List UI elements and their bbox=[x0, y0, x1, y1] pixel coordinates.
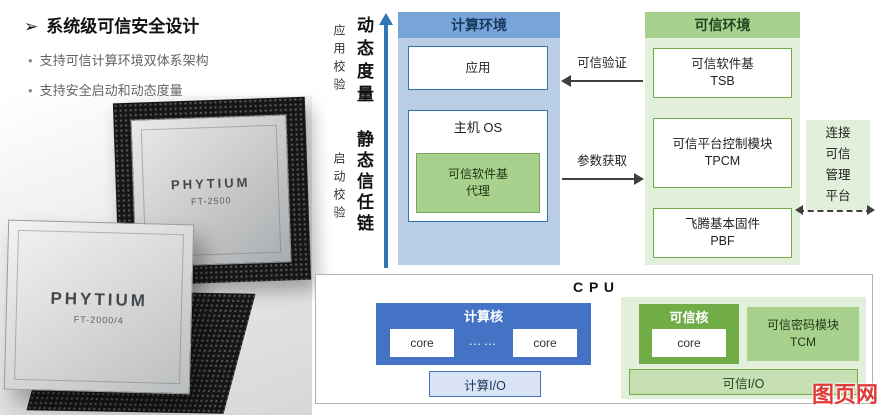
tpcm-box: 可信平台控制模块 TPCM bbox=[653, 118, 792, 188]
axis-label-dynamic-measure: 动态度量 bbox=[354, 16, 373, 108]
compute-env-panel: 计算环境 应用 主机 OS 可信软件基 代理 bbox=[398, 12, 560, 265]
trusted-io-box: 可信I/O bbox=[629, 369, 858, 395]
verify-arrow-icon bbox=[561, 75, 643, 87]
params-flow-label: 参数获取 bbox=[577, 154, 628, 168]
axis-label-boot-check: 启动校验 bbox=[332, 152, 346, 224]
dashed-double-arrow-icon bbox=[795, 205, 875, 215]
up-arrow-icon bbox=[379, 13, 393, 268]
bullet-dot-icon: • bbox=[28, 83, 33, 98]
manage-link-line1: 连接 bbox=[825, 126, 851, 140]
tpcm-line2: TPCM bbox=[704, 154, 741, 168]
agent-box-line2: 代理 bbox=[465, 184, 490, 198]
os-box: 主机 OS 可信软件基 代理 bbox=[408, 110, 548, 222]
tsb-box: 可信软件基 TSB bbox=[653, 48, 792, 98]
app-box: 应用 bbox=[408, 46, 548, 90]
cpu-panel: C P U 计算核 core …… core 计算I/O 可信核 core 可信… bbox=[315, 274, 873, 404]
pbf-line1: 飞腾基本固件 bbox=[684, 217, 760, 231]
pbf-box: 飞腾基本固件 PBF bbox=[653, 208, 792, 258]
manage-link-box: 连接 可信 管理 平台 bbox=[806, 120, 870, 210]
compute-cores-title: 计算核 bbox=[463, 309, 503, 324]
pbf-line2: PBF bbox=[710, 234, 735, 248]
tcm-box: 可信密码模块 TCM bbox=[747, 307, 859, 361]
bullet-text: 支持安全启动和动态度量 bbox=[39, 83, 183, 98]
compute-cores-box: 计算核 core …… core bbox=[376, 303, 591, 365]
trusted-cores-title: 可信核 bbox=[669, 310, 709, 325]
trusted-cpu-panel: 可信核 core 可信密码模块 TCM 可信I/O bbox=[621, 297, 866, 399]
tcm-line1: 可信密码模块 bbox=[766, 318, 839, 332]
watermark: 图页网 bbox=[811, 382, 878, 407]
manage-link-line2: 可信 bbox=[825, 147, 851, 161]
lid-frame bbox=[14, 229, 184, 385]
agent-box-line1: 可信软件基 bbox=[447, 167, 508, 181]
core-box-right: core bbox=[513, 329, 577, 357]
page-title-row: ➢ 系统级可信安全设计 bbox=[24, 12, 199, 37]
os-box-label: 主机 OS bbox=[453, 120, 503, 135]
axis-label-app-check: 应用校验 bbox=[332, 24, 346, 96]
bullet-text: 支持可信计算环境双体系架构 bbox=[39, 53, 209, 68]
agent-box: 可信软件基 代理 bbox=[416, 153, 540, 213]
tsb-line1: 可信软件基 bbox=[691, 57, 754, 71]
page-title: 系统级可信安全设计 bbox=[46, 17, 200, 36]
manage-link-line3: 管理 bbox=[825, 168, 851, 182]
axis-label-static-chain: 静态信任链 bbox=[354, 130, 373, 235]
params-arrow-icon bbox=[562, 173, 644, 185]
arrow-bullet-icon: ➢ bbox=[24, 17, 39, 36]
bullet-item: • 支持可信计算环境双体系架构 bbox=[28, 50, 209, 69]
manage-link-line4: 平台 bbox=[825, 189, 851, 203]
core-box-left: core bbox=[390, 329, 454, 357]
trusted-core-box: core bbox=[652, 329, 726, 357]
verify-flow-label: 可信验证 bbox=[577, 56, 628, 70]
cores-ellipsis: …… bbox=[468, 333, 499, 348]
bullet-item: • 支持安全启动和动态度量 bbox=[28, 80, 183, 99]
trusted-env-header: 可信环境 bbox=[645, 12, 800, 38]
tpcm-line1: 可信平台控制模块 bbox=[672, 137, 773, 151]
cpu-title: C P U bbox=[572, 279, 616, 295]
bullet-dot-icon: • bbox=[28, 53, 33, 68]
tsb-line2: TSB bbox=[710, 74, 735, 88]
compute-io-box: 计算I/O bbox=[429, 371, 541, 397]
chip-ft2000: PHYTIUM FT-2000/4 bbox=[3, 219, 195, 395]
trusted-env-panel: 可信环境 可信软件基 TSB 可信平台控制模块 TPCM 飞腾基本固件 PBF bbox=[645, 12, 800, 265]
trusted-cores-box: 可信核 core bbox=[639, 304, 739, 364]
compute-env-header: 计算环境 bbox=[398, 12, 560, 38]
tcm-line2: TCM bbox=[790, 335, 816, 349]
